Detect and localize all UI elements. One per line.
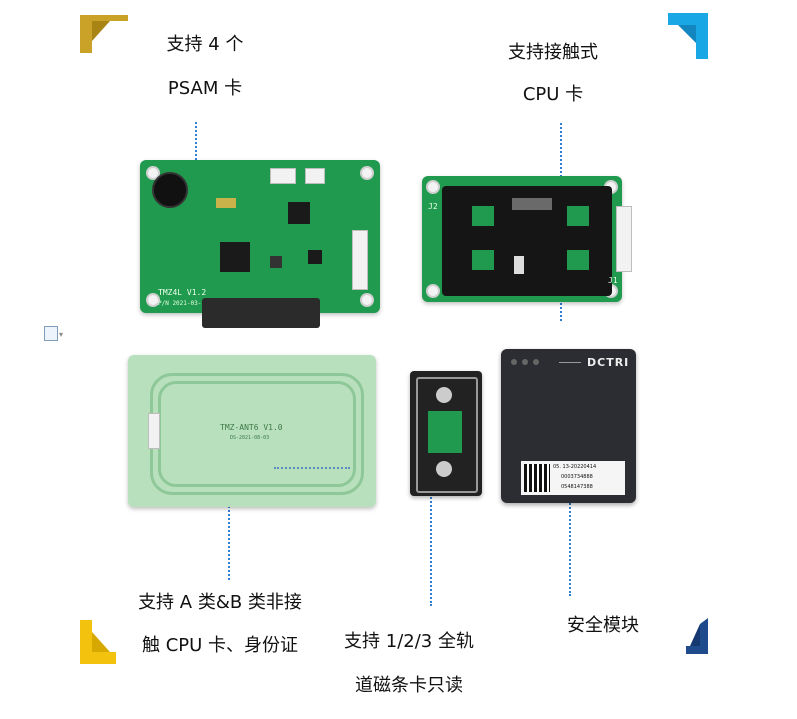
mag-leader-line [430,482,432,606]
mcu-chip [220,242,250,272]
qr-code [524,464,550,492]
mag-label-line1: 支持 1/2/3 全轨 [344,631,474,652]
antenna-sub-label: DS-2021-08-03 [230,435,270,441]
buzzer-component [152,172,188,208]
pin-header-connector [352,230,368,290]
main-board-date: P/N 2021-03-18 [158,300,209,307]
corner-bracket-bottom-left [80,620,116,664]
doc-icon[interactable] [44,326,58,341]
contact-card-board: J2 J1 [422,176,632,302]
card-slot-frame [442,186,612,296]
rf-label-line2: 触 CPU 卡、身份证 [141,635,299,656]
corner-bracket-top-left [80,15,128,53]
antenna-label: TMZ-ANT6 V1.0 [220,423,283,432]
edge-connector [202,298,320,328]
psam-label-line2: PSAM 卡 [167,78,243,99]
rf-leader-line [228,462,230,580]
reader-head-pcb [428,411,462,453]
corner-bracket-top-right [668,13,708,59]
rf-antenna-board: TMZ-ANT6 V1.0 DS-2021-08-03 [128,355,376,507]
mag-label-line2: 道磁条卡只读 [355,675,463,696]
security-module: DCTRI 05. 13-20220414 0003734888 0548147… [501,349,636,503]
main-board-label: TMZ4L V1.2 [158,288,207,297]
module-id-line3: 0548147388 [561,484,593,490]
contact-board-j2: J2 [428,202,438,211]
module-id-line1: 05. 13-20220414 [553,464,597,470]
rf-label-line1: 支持 A 类&B 类非接 [138,592,302,613]
corner-bracket-bottom-right [686,618,708,654]
sam-leader-line [569,476,571,596]
contact-label-line1: 支持接触式 [508,42,598,63]
module-id-line2: 0003734888 [561,474,593,480]
module-label-sticker: 05. 13-20220414 0003734888 0548147388 [521,461,625,495]
magnetic-card-reader [410,371,482,496]
psam-label-line1: 支持 4 个 [166,34,244,55]
contact-board-j1: J1 [608,276,618,285]
module-brand: DCTRI [587,356,630,369]
chevron-down-icon[interactable]: ▾ [59,330,64,339]
main-reader-board: TMZ4L V1.2 P/N 2021-03-18 [140,160,380,328]
sam-label: 安全模块 [567,615,639,636]
contact-label-line2: CPU 卡 [522,84,584,105]
